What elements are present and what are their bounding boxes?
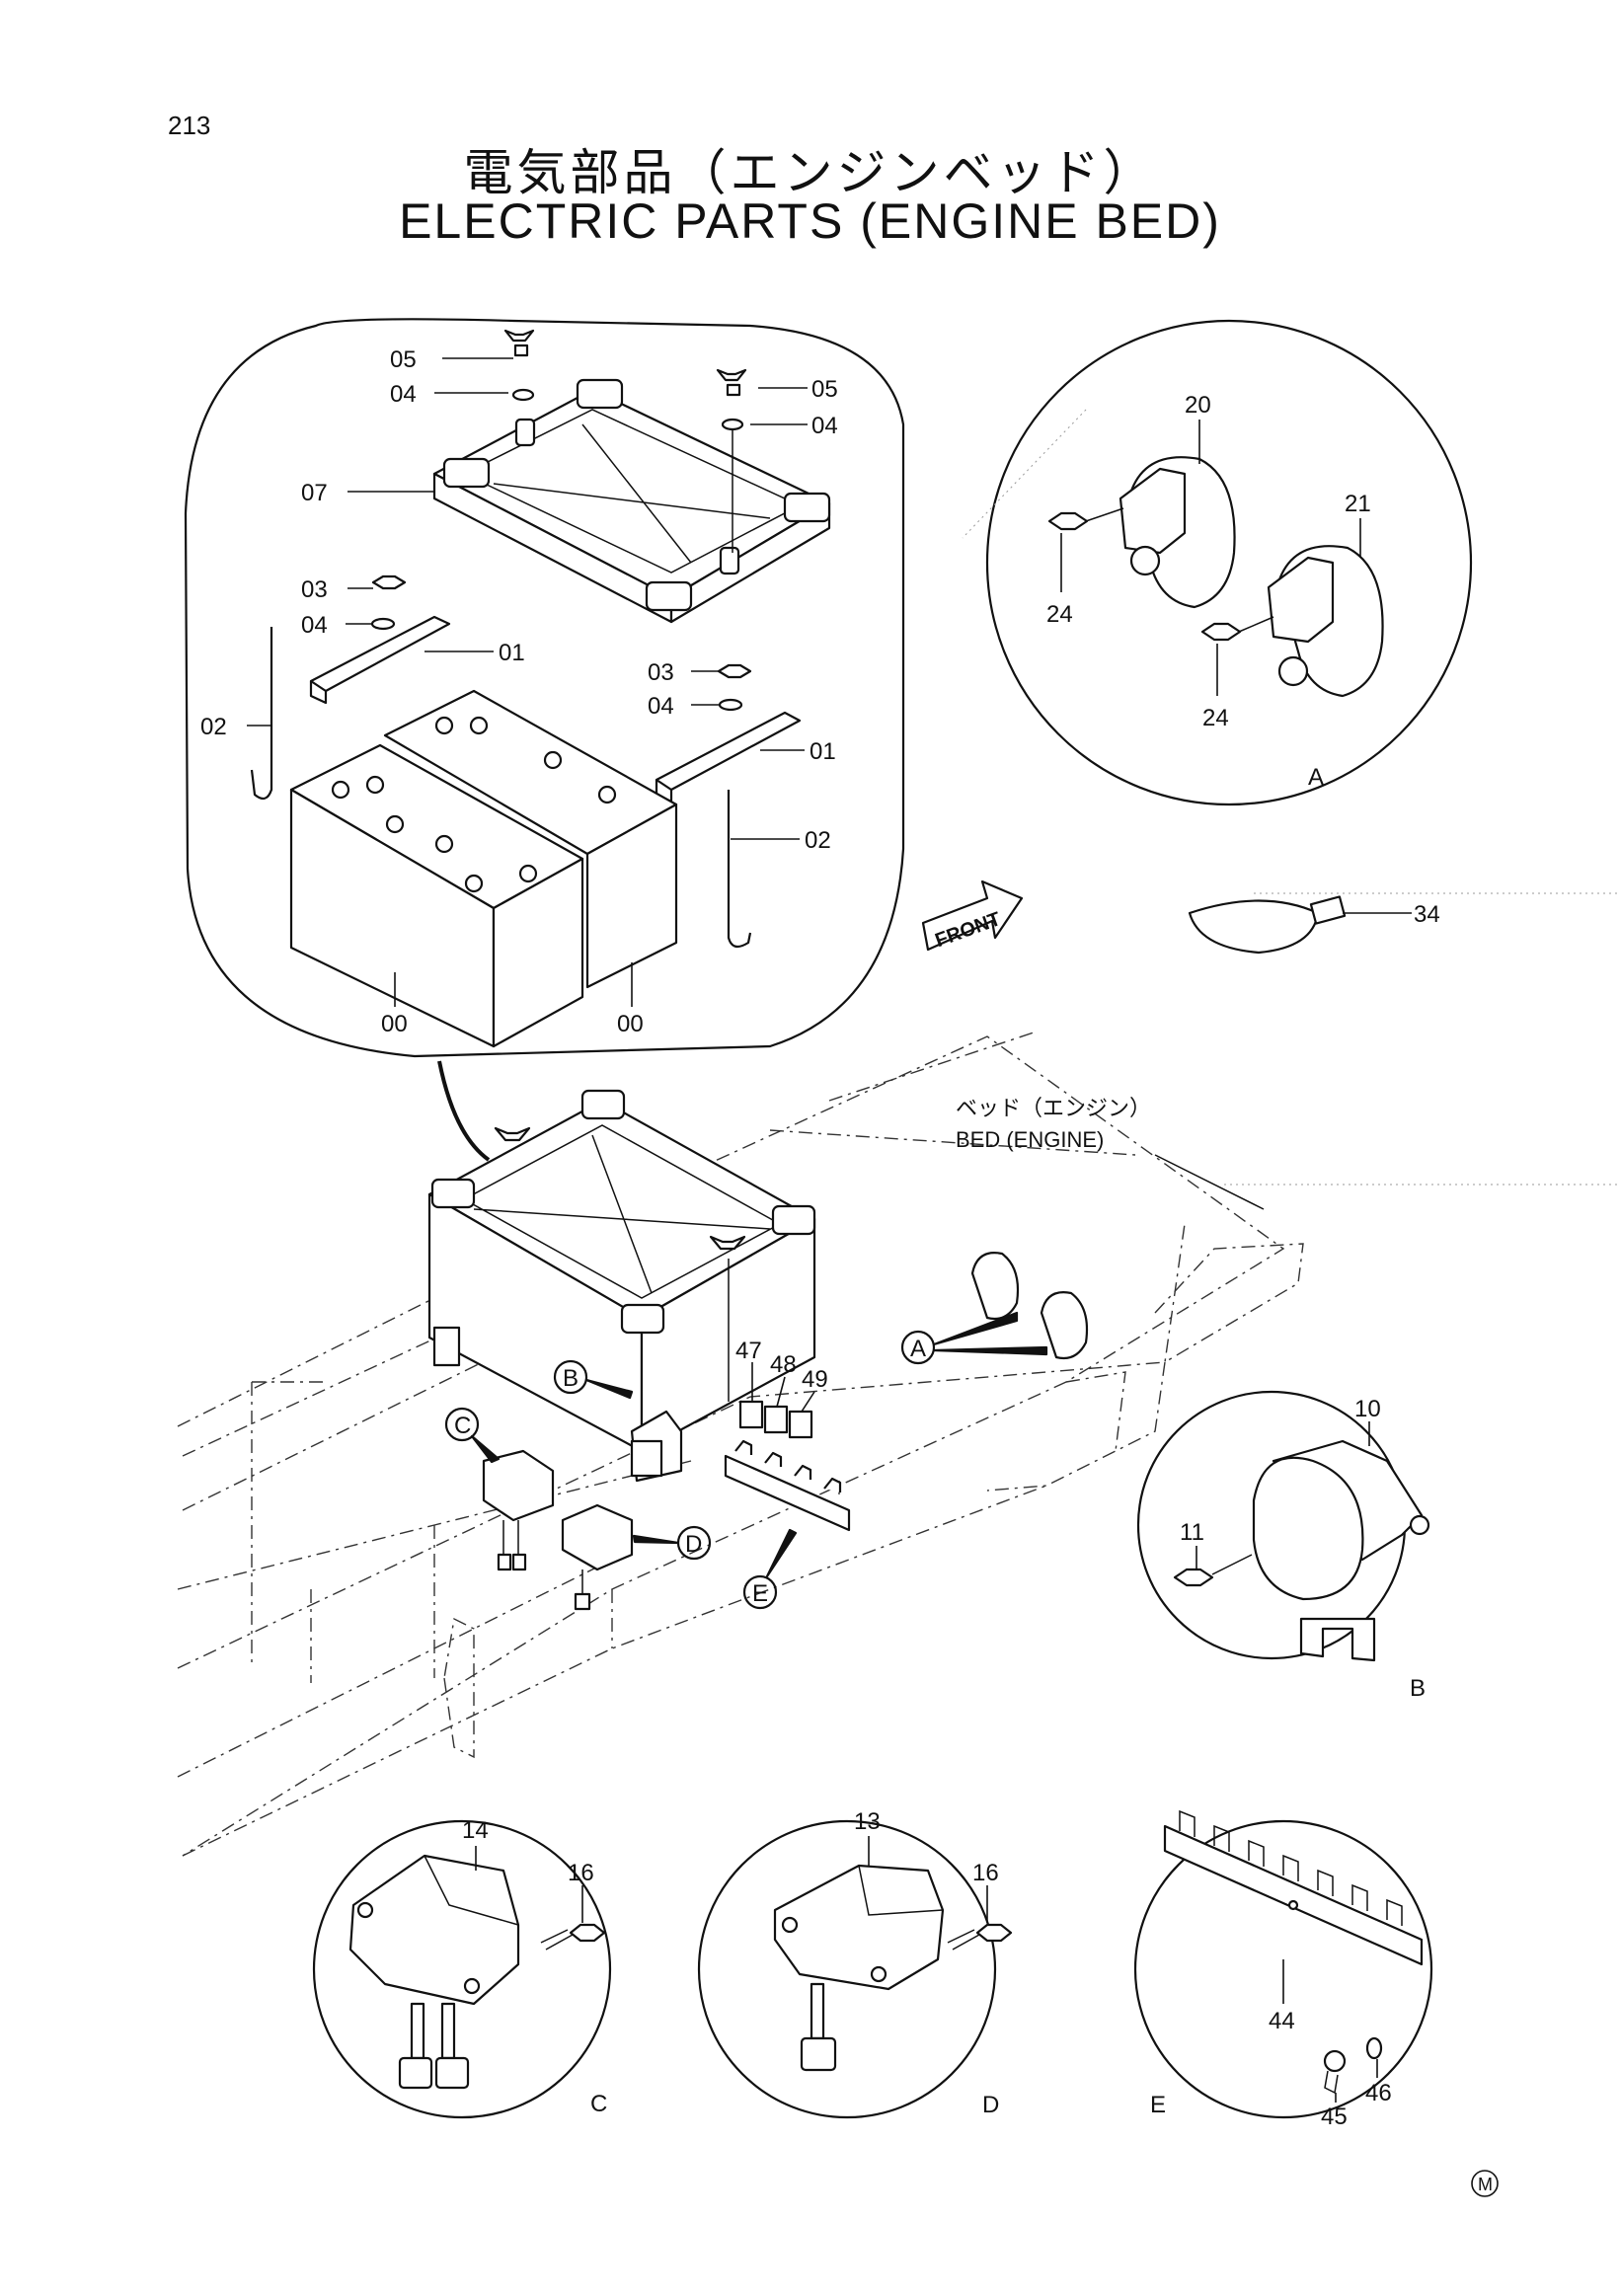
washer-left xyxy=(511,388,535,402)
horns-installed xyxy=(970,1252,1089,1360)
label-horn-20: 20 xyxy=(1185,392,1211,419)
label-washer-04-lower-right: 04 xyxy=(648,693,674,720)
label-bolt-11: 11 xyxy=(1180,1519,1204,1546)
label-washer-04-lower-left: 04 xyxy=(301,612,328,639)
corner-mark-circle xyxy=(1471,2170,1499,2197)
callout-a xyxy=(900,1330,936,1365)
unit-d-installed xyxy=(561,1503,634,1611)
fuse-plate-installed xyxy=(724,1439,851,1532)
detail-e-circle xyxy=(1133,1819,1433,2119)
label-washer-46: 46 xyxy=(1365,2080,1392,2106)
detail-c-letter: C xyxy=(590,2091,607,2117)
detail-e-letter: E xyxy=(1150,2092,1166,2118)
title-english: ELECTRIC PARTS (ENGINE BED) xyxy=(399,193,1221,249)
wing-nut-right xyxy=(716,368,747,397)
front-arrow: FRONT xyxy=(921,880,1024,952)
label-channel-01-left: 01 xyxy=(499,640,525,666)
callout-e-letter: E xyxy=(752,1580,768,1607)
label-wing-nut-05-right: 05 xyxy=(811,376,838,403)
bed-label-japanese: ベッド（エンジン） xyxy=(956,1096,1151,1120)
battery-detail-outline xyxy=(184,318,905,1058)
fusible-link-plate xyxy=(1163,1809,1424,1966)
channel-bracket-left xyxy=(309,615,451,705)
battery-relay-installed xyxy=(630,1410,683,1483)
label-relay-47: 47 xyxy=(735,1338,762,1364)
horn-21 xyxy=(1267,545,1384,698)
callout-c xyxy=(444,1407,480,1442)
horn-bolt-upper xyxy=(1047,507,1124,531)
horn-20 xyxy=(1119,456,1236,609)
label-horn-21: 21 xyxy=(1345,491,1371,517)
callout-d-letter: D xyxy=(685,1531,702,1558)
horn-bolt-lower xyxy=(1200,616,1274,642)
label-wing-nut-05-left: 05 xyxy=(390,346,417,373)
label-j-bolt-02-left: 02 xyxy=(200,714,227,740)
detail-d-circle xyxy=(697,1819,997,2119)
label-washer-04-right: 04 xyxy=(811,413,838,439)
relay-group xyxy=(738,1400,813,1439)
page-number: 213 xyxy=(168,111,211,140)
label-relay-48: 48 xyxy=(770,1351,797,1378)
callout-c-letter: C xyxy=(454,1413,471,1439)
detail-c-circle xyxy=(312,1819,612,2119)
label-unit-d-13: 13 xyxy=(854,1808,881,1835)
label-bolt-24-upper: 24 xyxy=(1046,601,1073,628)
label-cable-tie-34: 34 xyxy=(1414,901,1440,928)
j-bolt-right xyxy=(727,790,752,949)
label-washer-04-left: 04 xyxy=(390,381,417,408)
nut-right xyxy=(717,663,752,679)
unit-d xyxy=(773,1864,945,2072)
cable-tie xyxy=(1188,895,1347,955)
label-relay-10: 10 xyxy=(1354,1396,1381,1422)
title-japanese: 電気部品（エンジンベッド） xyxy=(463,144,1157,201)
bed-label-english: BED (ENGINE) xyxy=(956,1127,1104,1152)
callout-b-letter: B xyxy=(563,1365,579,1392)
unit-c-bolt xyxy=(540,1923,606,1951)
washer-right xyxy=(721,418,744,431)
battery-relay xyxy=(1252,1439,1430,1662)
channel-bracket-right xyxy=(655,711,802,804)
label-battery-00-rear: 00 xyxy=(617,1011,644,1037)
callout-a-letter: A xyxy=(910,1336,926,1362)
label-frame-07: 07 xyxy=(301,480,328,506)
label-channel-01-right: 01 xyxy=(810,738,836,765)
battery-front xyxy=(289,743,584,1048)
unit-d-bolt xyxy=(947,1923,1013,1951)
unit-c xyxy=(348,1854,520,2090)
washer-lower-right xyxy=(718,698,743,712)
relay-bolt-11 xyxy=(1173,1554,1253,1587)
plate-screw-45 xyxy=(1323,2049,1347,2095)
nut-left xyxy=(371,574,407,590)
washer-lower-left xyxy=(370,617,396,631)
j-bolt-left xyxy=(250,627,273,801)
label-bolt-16-d: 16 xyxy=(972,1860,999,1886)
battery-rear xyxy=(383,689,678,989)
callout-b xyxy=(553,1359,588,1395)
main-leader-to-battery-detail xyxy=(437,1060,491,1162)
installed-battery xyxy=(427,1089,816,1453)
corner-mark: M xyxy=(1478,2175,1493,2194)
wing-nut-left xyxy=(503,329,535,357)
label-bolt-24-lower: 24 xyxy=(1202,705,1229,731)
detail-b-letter: B xyxy=(1410,1675,1426,1702)
label-relay-49: 49 xyxy=(802,1366,828,1393)
plate-washer-46 xyxy=(1365,2036,1383,2060)
label-j-bolt-02-right: 02 xyxy=(805,827,831,854)
label-bolt-16-c: 16 xyxy=(568,1860,594,1886)
label-plate-44: 44 xyxy=(1269,2008,1295,2034)
detail-a-circle xyxy=(985,319,1473,806)
label-nut-03-right: 03 xyxy=(648,659,674,686)
detail-a-letter: A xyxy=(1308,764,1324,791)
detail-d-letter: D xyxy=(982,2092,999,2118)
label-screw-45: 45 xyxy=(1321,2104,1348,2130)
label-nut-03-left: 03 xyxy=(301,576,328,603)
unit-c-installed xyxy=(482,1449,555,1571)
label-unit-c-14: 14 xyxy=(462,1817,489,1844)
callout-e xyxy=(742,1574,778,1610)
battery-hold-down-frame xyxy=(432,378,831,624)
label-battery-00-front: 00 xyxy=(381,1011,408,1037)
